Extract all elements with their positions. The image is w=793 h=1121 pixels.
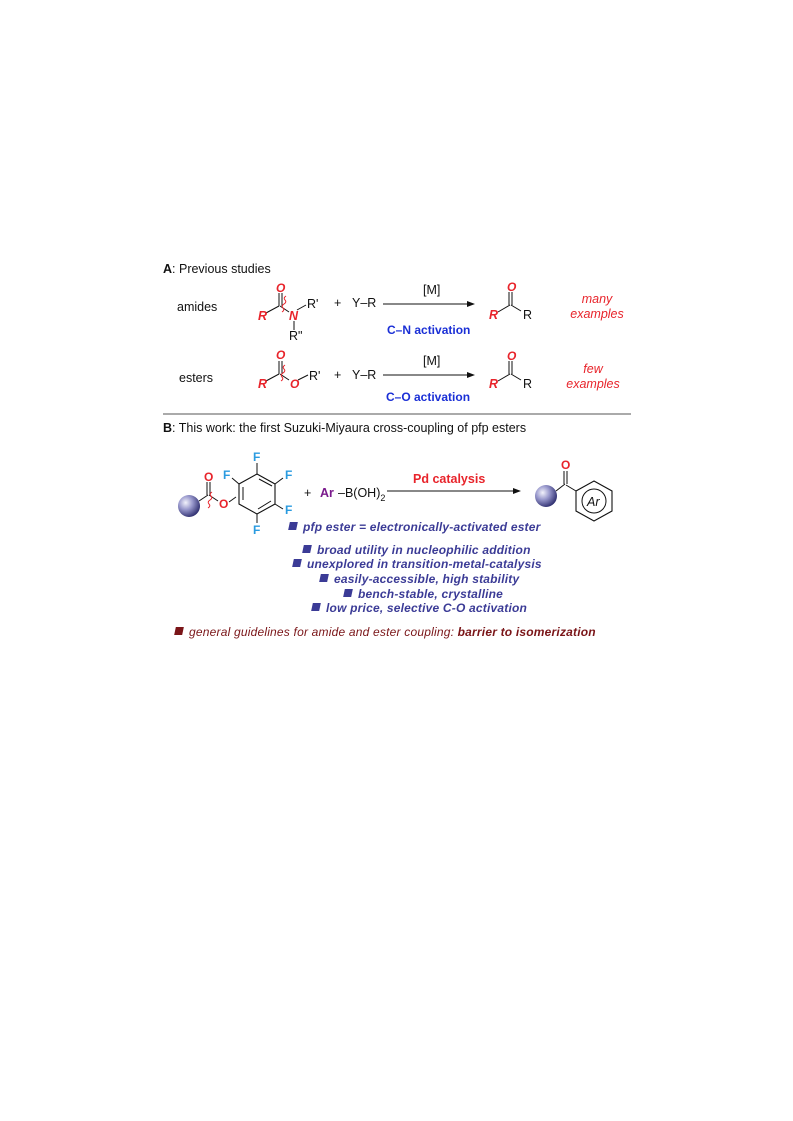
product-a2-r: R bbox=[523, 377, 532, 391]
bullet-square-icon bbox=[319, 574, 329, 582]
amide-o-text: O bbox=[276, 281, 286, 295]
product-a1-r: R bbox=[523, 308, 532, 322]
section-a-heading: A: Previous studies bbox=[163, 262, 271, 276]
product-ar: Ar bbox=[586, 495, 600, 509]
bullet-item: pfp ester = electronically-activated est… bbox=[288, 520, 541, 534]
ester-reactant: R O O R' bbox=[258, 348, 320, 391]
pfp-ester-reactant: O O F F F F F bbox=[178, 450, 292, 537]
guideline-text: general guidelines for amide and ester c… bbox=[174, 625, 596, 639]
cn-activation-label: C–N activation bbox=[387, 323, 471, 337]
arrow-b-head bbox=[513, 488, 521, 494]
plus-a1: + bbox=[334, 296, 341, 310]
bullet-item: low price, selective C-O activation bbox=[311, 601, 527, 615]
ester-r-text: R bbox=[258, 377, 267, 391]
product-b-o: O bbox=[561, 458, 570, 472]
arrow-a1-head bbox=[467, 301, 475, 307]
ester-product: R O R bbox=[489, 349, 532, 391]
ester-r1-text: R' bbox=[309, 369, 320, 383]
ester-b-o1: O bbox=[204, 470, 213, 484]
plus-a2: + bbox=[334, 368, 341, 382]
plus-b: + bbox=[304, 486, 311, 500]
bullet-square-icon bbox=[288, 522, 298, 530]
arrow-a2-head bbox=[467, 372, 475, 378]
guideline-square-icon bbox=[174, 627, 184, 635]
f-label-top: F bbox=[253, 450, 260, 464]
section-b-heading: B: This work: the first Suzuki-Miyaura c… bbox=[163, 421, 527, 435]
many-examples-note: many examples bbox=[570, 292, 624, 321]
amide-product: R O R bbox=[489, 280, 532, 322]
amide-reactant: R O N R' R" bbox=[258, 281, 318, 343]
amide-r1-text: R' bbox=[307, 297, 318, 311]
amide-n-text: N bbox=[289, 309, 299, 323]
bullet-item: easily-accessible, high stability bbox=[319, 572, 519, 586]
product-b: O Ar bbox=[535, 458, 613, 522]
ester-o-text: O bbox=[276, 348, 286, 362]
f-label-left: F bbox=[223, 468, 230, 482]
bullet-item: unexplored in transition-metal-catalysis bbox=[292, 557, 542, 571]
amide-r2-text: R" bbox=[289, 329, 302, 343]
f-label-bottom: F bbox=[253, 523, 260, 537]
pfp-ring bbox=[238, 473, 276, 515]
bullet-item: bench-stable, crystalline bbox=[343, 587, 503, 601]
bullet-square-icon bbox=[302, 545, 312, 553]
product-sphere-icon bbox=[535, 485, 557, 507]
pd-catalysis-label: Pd catalysis bbox=[413, 472, 485, 486]
ester-b-o2: O bbox=[219, 497, 228, 511]
f-label-lower-right: F bbox=[285, 503, 292, 517]
product-ring bbox=[575, 480, 613, 522]
bullet-square-icon bbox=[343, 589, 353, 597]
boronic-label: –B(OH)2 bbox=[338, 486, 385, 503]
ar-label: Ar bbox=[320, 486, 334, 500]
reagent-a1: Y–R bbox=[352, 296, 376, 310]
few-examples-note: few examples bbox=[566, 362, 620, 391]
substrate-sphere-icon bbox=[178, 495, 200, 517]
bullet-square-icon bbox=[311, 603, 321, 611]
bullet-item: broad utility in nucleophilic addition bbox=[302, 543, 531, 557]
product-a2-o: O bbox=[507, 349, 517, 363]
reagent-a2: Y–R bbox=[352, 368, 376, 382]
product-a2-r-red: R bbox=[489, 377, 498, 391]
catalyst-m-a1: [M] bbox=[423, 283, 440, 297]
catalyst-m-a2: [M] bbox=[423, 354, 440, 368]
amide-r-text: R bbox=[258, 309, 267, 323]
amides-label: amides bbox=[177, 300, 218, 314]
product-a1-o: O bbox=[507, 280, 517, 294]
ester-o2-text: O bbox=[290, 377, 300, 391]
product-a1-r-red: R bbox=[489, 308, 498, 322]
co-activation-label: C–O activation bbox=[386, 390, 471, 404]
bullet-square-icon bbox=[292, 559, 302, 567]
f-label-right: F bbox=[285, 468, 292, 482]
esters-label: esters bbox=[179, 371, 214, 385]
